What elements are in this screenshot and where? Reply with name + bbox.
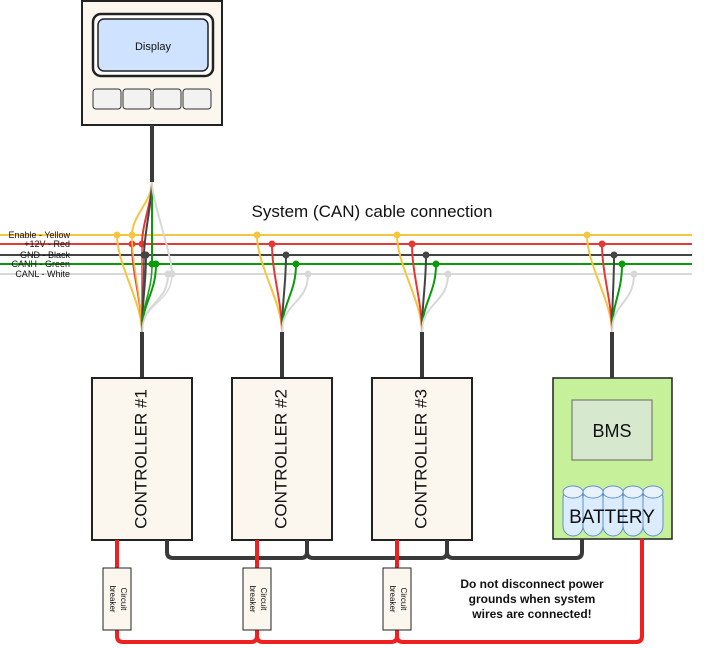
- display-buttons: [92, 88, 212, 110]
- display-unit: Display: [81, 0, 223, 182]
- warning-line-2: grounds when system: [469, 592, 596, 606]
- drop-4-node-2: [598, 240, 606, 248]
- wire-label-2: +12V - Red: [24, 239, 70, 249]
- drop-4-wire-1: [586, 234, 613, 333]
- circuit-breaker-box-2: [242, 567, 272, 631]
- circuit-breaker-line2-1: breaker: [108, 585, 117, 612]
- warning-line-1: Do not disconnect power: [460, 577, 604, 591]
- drop-4-node-3: [610, 251, 618, 259]
- controller-label-3: CONTROLLER #3: [411, 389, 430, 529]
- battery-cell-top-5: [642, 485, 664, 499]
- drop-3-node-3: [422, 251, 430, 259]
- battery-cell-top-4: [622, 485, 644, 499]
- drop-4: [583, 231, 638, 333]
- circuit-breaker-line1-3: Circuit: [399, 588, 408, 611]
- controller-1: CONTROLLER #1: [91, 377, 193, 541]
- circuit-breaker-line1-2: Circuit: [259, 588, 268, 611]
- controller-box-2: [231, 377, 333, 541]
- diagram-title: System (CAN) cable connection: [252, 202, 493, 221]
- wire-label-1: Enable - Yellow: [8, 230, 70, 240]
- controller-3: CONTROLLER #3: [371, 377, 473, 541]
- power-bus: [115, 539, 644, 644]
- drop-3-node-2: [408, 240, 416, 248]
- drop-2-wire-1: [256, 234, 283, 333]
- drop-4-node-4: [618, 260, 626, 268]
- battery-cell-top-3: [602, 485, 624, 499]
- drop-4-wire-2: [601, 243, 613, 333]
- drop-2-wire-5: [281, 273, 309, 333]
- circuit-breaker-line2-3: breaker: [388, 585, 397, 612]
- circuit-breaker-line1-1: Circuit: [119, 588, 128, 611]
- display-screen: [97, 18, 209, 72]
- drop-3-node-1: [393, 231, 401, 239]
- drop-2-node-2: [268, 240, 276, 248]
- display-button-4[interactable]: [182, 88, 212, 110]
- drop-4-node-1: [583, 231, 591, 239]
- wire-label-4: CANH - Green: [11, 259, 70, 269]
- drop-3-wire-5: [421, 273, 449, 333]
- drop-2-node-1: [253, 231, 261, 239]
- display-drop-return-1: [131, 234, 143, 333]
- circuit-breaker-box-3: [382, 567, 412, 631]
- display-button-1[interactable]: [92, 88, 122, 110]
- controllers: CONTROLLER #1 CONTROLLER #2 CONTROLLER #3: [91, 377, 473, 541]
- bms-unit: BMS BATTERY: [552, 332, 673, 540]
- controller-2: CONTROLLER #2: [231, 377, 333, 541]
- warning-line-3: wires are connected!: [471, 607, 591, 621]
- battery-cell-top-2: [582, 485, 604, 499]
- circuit-breaker-line2-2: breaker: [248, 585, 257, 612]
- controller-box-1: [91, 377, 193, 541]
- display-drop-wire-5: [151, 181, 173, 275]
- display-drop: [128, 181, 176, 333]
- drop-3-node-5: [444, 270, 452, 278]
- display-button-3[interactable]: [152, 88, 182, 110]
- drop-2-node-4: [292, 260, 300, 268]
- ground-chain: [165, 539, 584, 560]
- drop-1-node-1: [113, 231, 121, 239]
- warning-note: Do not disconnect power grounds when sys…: [460, 577, 604, 621]
- drop-3: [393, 231, 452, 333]
- controller-label-2: CONTROLLER #2: [271, 389, 290, 529]
- drop-4-node-5: [630, 270, 638, 278]
- drop-2-node-5: [304, 270, 312, 278]
- bms-label: BMS: [592, 421, 631, 441]
- bms-module: [571, 399, 653, 461]
- controller-label-1: CONTROLLER #1: [131, 389, 150, 529]
- drop-1-wire-1: [116, 234, 143, 333]
- display-label: Display: [135, 41, 172, 53]
- battery-label: BATTERY: [569, 507, 655, 528]
- drop-2: [253, 231, 312, 333]
- drop-3-wire-1: [396, 234, 423, 333]
- drop-3-node-4: [432, 260, 440, 268]
- wire-label-3: GND - Black: [20, 250, 71, 260]
- battery-cells: [562, 485, 664, 537]
- display-drop-return-5: [141, 273, 173, 333]
- drop-3-wire-2: [411, 243, 423, 333]
- battery-cell-top-1: [562, 485, 584, 499]
- can-bus: [0, 234, 692, 275]
- display-button-2[interactable]: [122, 88, 152, 110]
- bus-drops: [113, 181, 638, 378]
- circuit-breaker-box-1: [102, 567, 132, 631]
- drop-4-wire-5: [611, 273, 635, 333]
- drop-2-wire-2: [271, 243, 283, 333]
- drop-2-node-3: [282, 251, 290, 259]
- controller-box-3: [371, 377, 473, 541]
- wire-label-5: CANL - White: [15, 269, 70, 279]
